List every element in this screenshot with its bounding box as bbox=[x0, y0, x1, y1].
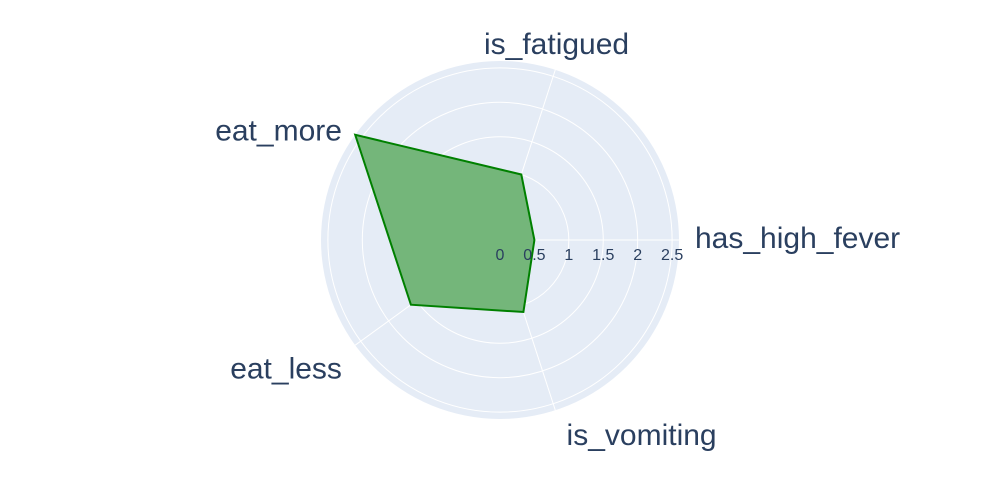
radial-tick-label: 0 bbox=[496, 247, 505, 264]
radial-tick-label: 1 bbox=[564, 247, 573, 264]
series-area bbox=[353, 133, 536, 314]
radial-tick-label: 2.5 bbox=[661, 247, 683, 264]
category-label: has_high_fever bbox=[695, 222, 900, 255]
radial-tick-label: 2 bbox=[633, 247, 642, 264]
category-label: eat_less bbox=[230, 352, 342, 385]
category-label: is_fatigued bbox=[484, 28, 629, 61]
category-label: eat_more bbox=[215, 114, 342, 147]
category-label: is_vomiting bbox=[567, 419, 717, 452]
radial-tick-label: 0.5 bbox=[523, 247, 545, 264]
radial-tick-label: 1.5 bbox=[592, 247, 614, 264]
